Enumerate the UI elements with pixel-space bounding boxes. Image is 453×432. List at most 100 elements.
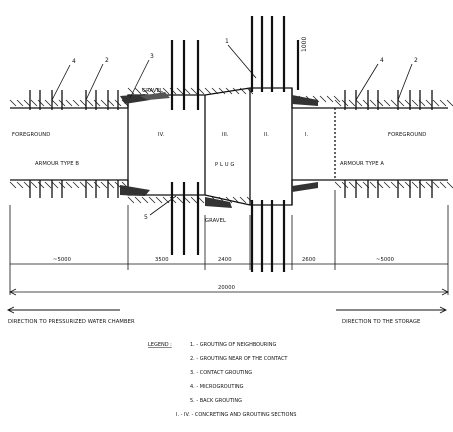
hatch-line [141,87,149,95]
gravel-zones [120,92,318,208]
hatch-line [218,87,226,95]
armour-right-label: ARMOUR TYPE A [340,161,384,167]
hatch-line [65,181,73,189]
plug-label: P L U G [215,162,234,168]
legend-title: LEGEND : [148,342,172,348]
hatch-line [232,87,240,95]
rock-hatching [9,87,453,204]
hatch-line [239,196,247,204]
hatch-line [16,181,24,189]
hatch-line [446,181,453,189]
section-iii-label: III. [222,132,229,138]
hatch-line [326,95,334,103]
hatch-line [44,99,52,107]
hatch-line [333,95,341,103]
hatch-line [72,99,80,107]
hatch-line [23,99,31,107]
hatch-line [334,181,342,189]
hatch-line [383,181,391,189]
foreground-left-label: FOREGROUND [12,132,50,138]
hatch-line [79,99,87,107]
hatch-line [390,181,398,189]
hatch-line [439,181,447,189]
hatch-line [176,87,184,95]
hatch-line [16,99,24,107]
depth-label: 1000 [301,37,308,52]
hatch-line [148,87,156,95]
hatch-line [425,99,433,107]
hatch-line [425,181,433,189]
hatch-line [141,196,149,204]
hatch-line [107,181,115,189]
legend: LEGEND : 1. - GROUTING OF NEIGHBOURING 2… [148,342,296,418]
hatch-line [369,99,377,107]
dim-total: 20000 [218,285,235,291]
section-i-label: I. [305,132,309,138]
foreground-right-label: FOREGROUND [388,132,426,138]
hatch-line [100,181,108,189]
legend-item-2: 2. - GROUTING NEAR OF THE CONTACT [190,356,288,362]
direction-left-label: DIRECTION TO PRESSURIZED WATER CHAMBER [8,319,135,325]
hatch-line [383,99,391,107]
hatch-line [204,87,212,95]
dim-right: ~5000 [376,257,394,263]
section-ii-label: II. [264,132,269,138]
hatch-line [51,99,59,107]
hatch-line [134,87,142,95]
hatch-line [79,181,87,189]
hatch-line [51,181,59,189]
dim-section-iii: 2400 [218,257,232,263]
hatch-line [127,87,135,95]
hatch-line [30,99,38,107]
callout-leaders [51,44,413,216]
callout-4-left: 4 [72,58,76,65]
hatch-line [348,181,356,189]
hatch-line [23,181,31,189]
hatch-line [439,99,447,107]
hatch-line [355,99,363,107]
hatch-line [319,95,327,103]
hatch-line [107,99,115,107]
dim-section-iv: 3500 [155,257,169,263]
hatch-line [148,196,156,204]
legend-item-1: 1. - GROUTING OF NEIGHBOURING [190,342,276,348]
hatch-line [369,181,377,189]
gravel-bottom-label: GRAVEL [205,218,226,224]
gravel-top-label: GRAVEL [142,88,163,94]
direction-right-label: DIRECTION TO THE STORAGE [342,319,420,325]
hatch-line [86,99,94,107]
hatch-line [446,99,453,107]
hatch-line [72,181,80,189]
callout-4-right: 4 [380,57,384,64]
hatch-line [432,99,440,107]
callout-3: 3 [150,53,154,60]
legend-item-5: 5. - BACK GROUTING [190,398,242,404]
hatch-line [155,196,163,204]
callout-1: 1 [225,38,229,45]
hatch-line [100,99,108,107]
hatch-line [390,99,398,107]
hatch-line [9,181,17,189]
hatch-line [411,181,419,189]
hatch-line [190,196,198,204]
callout-2-right: 2 [414,57,418,64]
dim-section-i: 2600 [302,257,316,263]
hatch-line [65,99,73,107]
hatch-line [86,181,94,189]
hatch-line [397,181,405,189]
hatch-line [355,181,363,189]
hatch-line [93,99,101,107]
section-iv-label: IV. [158,132,165,138]
hatch-line [190,87,198,95]
hatch-line [9,99,17,107]
dim-left: ~5000 [53,257,71,263]
hatch-line [37,181,45,189]
armour-left-label: ARMOUR TYPE B [35,161,79,167]
grouting-boreholes [170,16,300,272]
hatch-line [334,99,342,107]
legend-item-3: 3. - CONTACT GROUTING [190,370,252,376]
hatch-line [397,99,405,107]
hatch-line [30,181,38,189]
legend-item-4: 4. - MICROGROUTING [190,384,244,390]
